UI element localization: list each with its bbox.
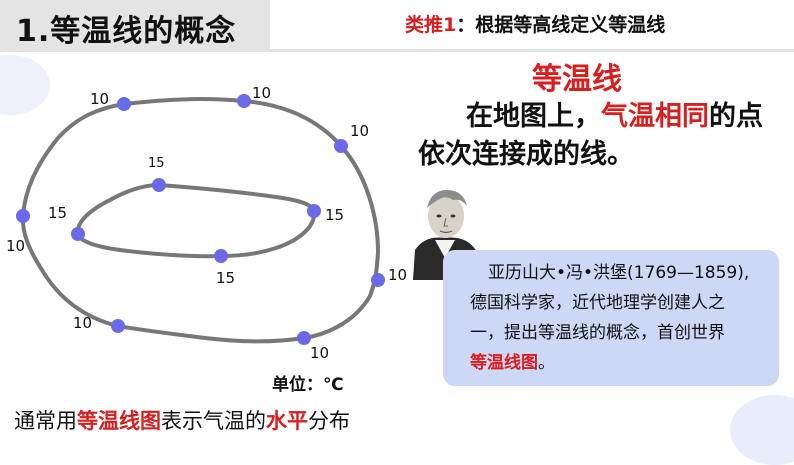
- footer-highlight-2: 水平: [266, 409, 308, 433]
- label-inner-4: 15: [48, 204, 67, 222]
- bio-line-1: 亚历山大•冯•洪堡(1769—1859),: [488, 263, 750, 283]
- footer-part-3: 分布: [308, 409, 350, 433]
- page-title: 1.等温线的概念: [16, 14, 237, 49]
- point-outer-4: [371, 273, 385, 287]
- bio-end: 。: [538, 353, 555, 373]
- label-inner-1: 15: [148, 156, 165, 171]
- definition-text: 在地图上，气温相同的点 依次连接成的线。: [418, 98, 778, 174]
- point-outer-7: [16, 209, 30, 223]
- analogy-heading: 类推1：根据等高线定义等温线: [405, 10, 665, 37]
- point-outer-2: [237, 94, 251, 108]
- footer-highlight-1: 等温线图: [77, 409, 161, 433]
- bio-text: 亚历山大•冯•洪堡(1769—1859), 德国科学家，近代地理学创建人之 一，…: [470, 258, 770, 378]
- bio-line-2: 德国科学家，近代地理学创建人之: [470, 293, 725, 313]
- analogy-tag: 类推1: [405, 14, 457, 36]
- analogy-text: ：根据等高线定义等温线: [456, 14, 666, 36]
- isotherm-diagram: 10 10 10 10 10 10 10 15 15 15 15: [6, 84, 407, 362]
- point-inner-1: [152, 178, 166, 192]
- point-outer-1: [117, 97, 131, 111]
- label-outer-2: 10: [252, 84, 271, 102]
- title-bar: [0, 0, 270, 52]
- footer-caption: 通常用等温线图表示气温的水平分布: [14, 405, 350, 435]
- point-inner-2: [307, 204, 321, 218]
- bio-line-3: 一，提出等温线的概念，首创世界: [470, 323, 725, 343]
- footer-part-2: 表示气温的: [161, 409, 266, 433]
- point-inner-3: [214, 249, 228, 263]
- point-outer-5: [297, 331, 311, 345]
- points-inner: [71, 178, 321, 263]
- footer-part-1: 通常用: [14, 409, 77, 433]
- definition-line-1: 在地图上，气温相同的点: [418, 98, 778, 136]
- label-inner-2: 15: [325, 206, 344, 224]
- label-outer-4: 10: [388, 266, 407, 284]
- label-outer-5: 10: [310, 344, 329, 362]
- isotherm-15: [75, 182, 317, 259]
- unit-label: 单位：℃: [272, 375, 344, 395]
- label-outer-1: 10: [90, 90, 109, 108]
- points-outer: [16, 94, 385, 345]
- bio-line-4: 等温线图。: [470, 348, 770, 378]
- point-inner-4: [71, 227, 85, 241]
- term-title: 等温线: [532, 62, 622, 97]
- label-outer-3: 10: [350, 122, 369, 140]
- point-outer-3: [334, 139, 348, 153]
- label-inner-3: 15: [216, 269, 235, 287]
- bio-highlight: 等温线图: [470, 353, 538, 373]
- definition-part-2: 的点: [709, 101, 763, 132]
- point-outer-6: [111, 319, 125, 333]
- definition-highlight: 气温相同: [601, 101, 709, 132]
- definition-part-1: 在地图上，: [466, 101, 601, 132]
- bio-card: [443, 250, 779, 386]
- label-outer-6: 10: [73, 314, 92, 332]
- definition-line-2: 依次连接成的线。: [418, 139, 634, 170]
- title-underline: [0, 49, 794, 52]
- label-outer-7: 10: [6, 237, 25, 255]
